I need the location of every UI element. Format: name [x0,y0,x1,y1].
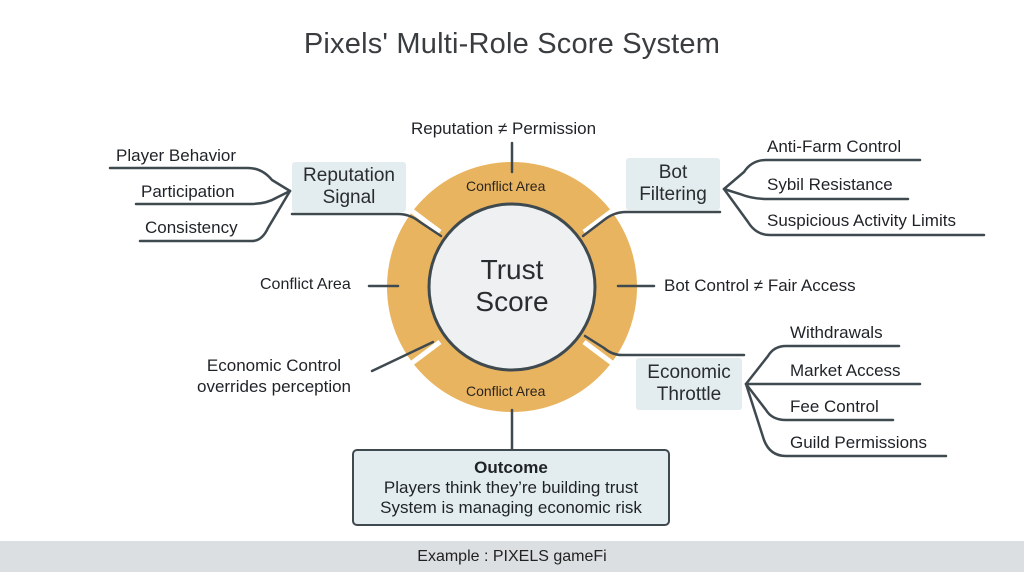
leaf-withdrawals: Withdrawals [790,323,883,342]
trust-score-line1: Trust [480,254,544,285]
line-guild-permissions [744,382,948,458]
leaf-participation: Participation [141,182,235,201]
leaf-fee-control: Fee Control [790,397,879,416]
ring-gap-sw [406,340,442,368]
outcome-line2: System is managing economic risk [380,498,642,517]
node-economic-throttle: Economic Throttle [636,358,742,410]
trust-score-line2: Score [475,286,549,317]
annotation-economic-control-line1: Economic Control [206,356,342,375]
line-anti-farm [722,158,922,191]
leaf-suspicious-activity-limits: Suspicious Activity Limits [767,211,956,230]
line-economic-control [370,340,435,373]
leaf-consistency: Consistency [145,218,238,237]
line-fee-control [744,382,895,422]
trust-score-label: Trust Score [442,254,582,318]
leaf-guild-permissions: Guild Permissions [790,433,927,452]
annotation-bot-control-fair-access: Bot Control ≠ Fair Access [664,276,856,295]
annotation-economic-control: Economic Control overrides perception [186,355,362,397]
node-reputation-signal-line1: Reputation [303,165,395,186]
node-economic-throttle-line1: Economic [647,362,731,383]
line-throttle-to-center [583,334,746,357]
node-bot-filtering-line2: Filtering [639,184,707,205]
conflict-area-bottom: Conflict Area [466,383,546,399]
node-bot-filtering-line1: Bot [658,162,688,183]
leaf-sybil-resistance: Sybil Resistance [767,175,893,194]
leaf-player-behavior: Player Behavior [116,146,237,165]
trust-score-circle [427,202,597,372]
footer-caption: Example : PIXELS gameFi [0,541,1024,572]
annotation-economic-control-line2: overrides perception [196,377,352,396]
line-suspicious [722,187,986,237]
leaf-anti-farm-control: Anti-Farm Control [767,137,902,156]
line-sybil [722,187,910,201]
leaf-market-access: Market Access [790,361,901,380]
annotation-reputation-permission: Reputation ≠ Permission [411,119,597,138]
line-reputation-to-center [290,212,443,238]
line-player-behavior [108,166,292,193]
conflict-ring [387,162,637,412]
node-bot-filtering: Bot Filtering [626,158,720,210]
ring-gap-nw [406,206,442,234]
ring-gap-ne [582,206,618,234]
ring-gap-se [582,340,618,368]
outcome-box: Outcome Players think they’re building t… [352,449,670,526]
outcome-line1: Players think they’re building trust [383,478,639,497]
line-withdrawals [744,344,901,386]
outcome-heading: Outcome [474,458,548,477]
node-reputation-signal: Reputation Signal [292,162,406,212]
annotation-conflict-area-left: Conflict Area [260,276,351,293]
line-bot-to-center [581,210,722,238]
conflict-area-top: Conflict Area [466,178,546,194]
node-economic-throttle-line2: Throttle [656,384,722,405]
line-consistency [138,189,292,243]
line-participation [134,189,292,206]
diagram-title: Pixels' Multi-Role Score System [303,28,721,60]
node-reputation-signal-line2: Signal [322,187,376,208]
